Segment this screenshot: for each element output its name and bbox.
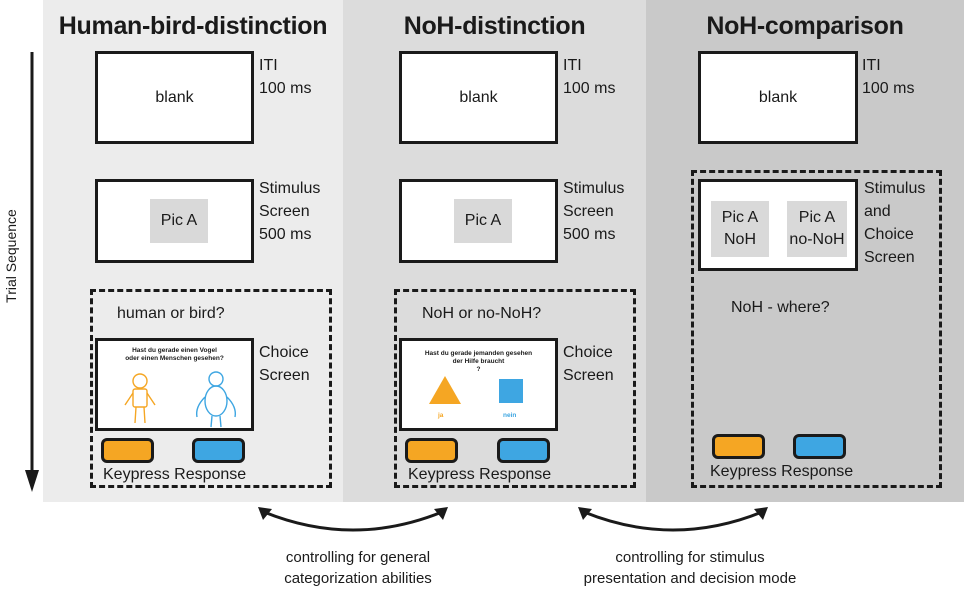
choice-question: human or bird?: [117, 305, 225, 322]
choice-question: NoH - where?: [731, 299, 830, 316]
orange-key[interactable]: [712, 434, 765, 459]
stimulus-picture: Pic A: [454, 199, 512, 243]
iti-screen: blank: [698, 51, 858, 144]
orange-key[interactable]: [405, 438, 458, 463]
orange-key[interactable]: [101, 438, 154, 463]
iti-screen-text: blank: [758, 89, 798, 106]
stimulus-choice-box: [691, 170, 942, 488]
blue-key[interactable]: [793, 434, 846, 459]
double-arrow-right: [578, 507, 768, 532]
stimulus-screen: Pic A: [95, 179, 254, 263]
response-label: Keypress Response: [103, 466, 247, 483]
choice-option-no: nein: [503, 412, 517, 419]
response-label: Keypress Response: [408, 466, 552, 483]
panel-title: NoH-comparison: [706, 12, 904, 40]
panel-title: NoH-distinction: [403, 12, 586, 40]
choice-box: [394, 289, 636, 488]
trial-sequence-label: Trial Sequence: [3, 209, 19, 303]
triangle-icon: [429, 376, 461, 404]
choice-option-yes: ja: [438, 412, 444, 419]
choice-question: NoH or no-NoH?: [422, 305, 542, 322]
square-icon: [499, 379, 523, 403]
iti-screen-text: blank: [459, 89, 498, 106]
blue-key[interactable]: [497, 438, 550, 463]
choice-box: [90, 289, 332, 488]
blue-key[interactable]: [192, 438, 245, 463]
stimulus-screen: Pic A: [399, 179, 558, 263]
iti-screen: blank: [95, 51, 254, 144]
bird-figure-icon: [195, 371, 237, 428]
human-figure-icon: [124, 373, 156, 424]
stimulus-picture: Pic A: [150, 199, 208, 243]
trial-sequence-arrow: [25, 52, 39, 492]
panel-title: Human-bird-distinction: [58, 12, 328, 40]
response-label: Keypress Response: [710, 463, 854, 480]
iti-screen-text: blank: [155, 89, 194, 106]
iti-screen: blank: [399, 51, 558, 144]
double-arrow-left: [258, 507, 448, 532]
